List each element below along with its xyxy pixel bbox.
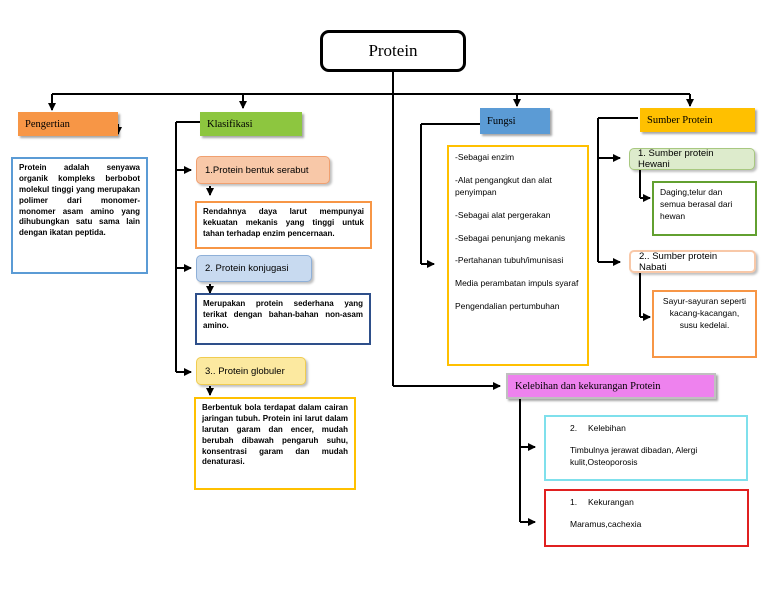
sumber-item-2-box: Sayur-sayuran seperti kacang-kacangan, s… — [652, 290, 757, 358]
klasifikasi-header: Klasifikasi — [200, 112, 302, 136]
sumber-item-1-label: 1. Sumber protein Hewani — [629, 148, 755, 170]
sumber-item-1-text: Daging,telur dan semua berasal dari hewa… — [660, 187, 733, 221]
klasifikasi-item-1-box: Rendahnya daya larut mempunyai kekuatan … — [195, 201, 372, 249]
root-title: Protein — [368, 41, 418, 60]
sumber-header-label: Sumber Protein — [647, 114, 713, 126]
fungsi-box: -Sebagai enzim -Alat pengangkut dan alat… — [447, 145, 589, 366]
fungsi-item: Media perambatan impuls syaraf — [455, 278, 579, 289]
sumber-item-2-label-text: 2.. Sumber protein Nabati — [639, 250, 718, 273]
klasifikasi-item-3-box: Berbentuk bola terdapat dalam cairan jar… — [194, 397, 356, 490]
kelebihan-item-1-box: 2. Kelebihan Timbulnya jerawat dibadan, … — [544, 415, 748, 481]
kelebihan-item-2-title: Kekurangan — [588, 497, 634, 507]
fungsi-item: -Pertahanan tubuh/imunisasi — [455, 255, 564, 266]
kelebihan-item-2-title-row: 1. Kekurangan — [570, 497, 739, 509]
klasifikasi-item-1-label-text: 1.Protein bentuk serabut — [205, 164, 309, 176]
sumber-header: Sumber Protein — [640, 108, 755, 132]
pengertian-header-label: Pengertian — [25, 118, 70, 130]
kelebihan-header-label: Kelebihan dan kekurangan Protein — [515, 380, 661, 392]
sumber-item-1-box: Daging,telur dan semua berasal dari hewa… — [652, 181, 757, 236]
kelebihan-item-1-title-row: 2. Kelebihan — [570, 423, 738, 435]
root-node: Protein — [320, 30, 466, 72]
klasifikasi-header-label: Klasifikasi — [207, 118, 253, 130]
fungsi-item: -Alat pengangkut dan alat penyimpan — [455, 174, 552, 197]
klasifikasi-item-1-text: Rendahnya daya larut mempunyai kekuatan … — [203, 207, 364, 238]
kelebihan-item-2-num: 1. — [570, 497, 578, 507]
klasifikasi-item-2-text: Merupakan protein sederhana yang terikat… — [203, 299, 363, 330]
pengertian-text: Protein adalah senyawa organik kompleks … — [19, 163, 140, 238]
fungsi-item: -Sebagai enzim — [455, 152, 515, 162]
kelebihan-item-2-text: Maramus,cachexia — [570, 518, 642, 529]
fungsi-header-label: Fungsi — [487, 115, 516, 127]
kelebihan-item-1-title: Kelebihan — [588, 423, 626, 433]
sumber-item-2-label: 2.. Sumber protein Nabati — [629, 250, 756, 273]
kelebihan-item-2-box: 1. Kekurangan Maramus,cachexia — [544, 489, 749, 547]
kelebihan-item-1-text: Timbulnya jerawat dibadan, Alergi kulit,… — [570, 444, 698, 467]
fungsi-item: Pengendalian pertumbuhan — [455, 301, 560, 312]
klasifikasi-item-2-box: Merupakan protein sederhana yang terikat… — [195, 293, 371, 345]
sumber-item-1-label-text: 1. Sumber protein Hewani — [638, 148, 714, 170]
klasifikasi-item-3-label: 3.. Protein globuler — [196, 357, 306, 385]
klasifikasi-item-3-text: Berbentuk bola terdapat dalam cairan jar… — [202, 403, 348, 467]
klasifikasi-item-3-label-text: 3.. Protein globuler — [205, 365, 285, 377]
fungsi-header: Fungsi — [480, 108, 550, 134]
fungsi-item: -Sebagai penunjang mekanis — [455, 232, 566, 243]
sumber-item-2-text: Sayur-sayuran seperti kacang-kacangan, s… — [662, 296, 747, 330]
fungsi-item: -Sebagai alat pergerakan — [455, 209, 551, 220]
klasifikasi-item-2-label: 2. Protein konjugasi — [196, 255, 312, 282]
klasifikasi-item-2-label-text: 2. Protein konjugasi — [205, 263, 289, 274]
pengertian-box: Protein adalah senyawa organik kompleks … — [11, 157, 148, 274]
kelebihan-item-1-num: 2. — [570, 423, 578, 433]
pengertian-header: Pengertian — [18, 112, 118, 136]
kelebihan-header: Kelebihan dan kekurangan Protein — [506, 373, 716, 399]
klasifikasi-item-1-label: 1.Protein bentuk serabut — [196, 156, 330, 184]
